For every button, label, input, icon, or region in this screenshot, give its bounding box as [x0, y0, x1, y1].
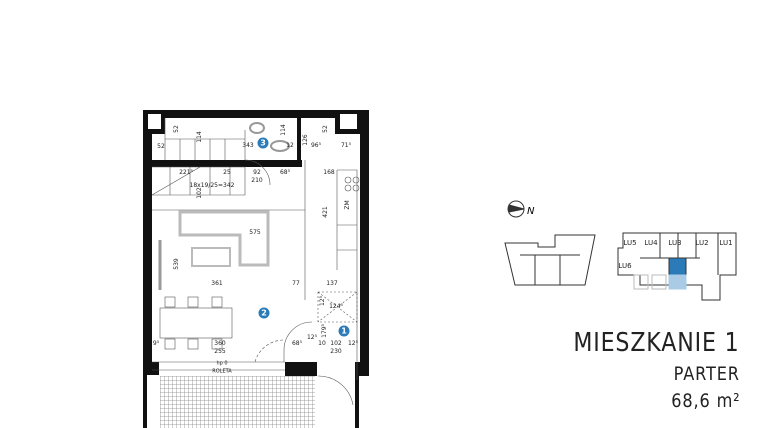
unit-label: LU1: [719, 239, 733, 247]
dimension-label: 68⁵: [279, 169, 291, 176]
dimension-label: 114: [196, 131, 203, 143]
dimension-label: 210: [251, 177, 263, 184]
floor-label: PARTER: [673, 363, 740, 385]
dimension-label: 114: [280, 124, 287, 136]
interior-lines: [151, 118, 360, 406]
room-number-badge: 1: [338, 325, 350, 337]
terrace: [160, 376, 315, 428]
dimension-label: 52: [157, 143, 165, 150]
dimension-label: 102: [196, 187, 203, 199]
dimension-label: 421: [322, 206, 329, 218]
walls: [143, 110, 369, 428]
dimension-label: 9⁵: [152, 340, 160, 347]
dimension-label: 102: [330, 340, 342, 347]
dimension-label: 126: [302, 134, 309, 146]
room-number-badge: 2: [258, 307, 270, 319]
dimension-label: 12⁵: [306, 334, 318, 341]
dimension-label: 255: [214, 348, 226, 355]
dimension-label: 92: [253, 169, 261, 176]
dimension-label: 539: [173, 258, 180, 270]
unit-label: LU3: [668, 239, 682, 247]
dimension-label: 360: [214, 340, 226, 347]
dimension-label: hp 0: [216, 360, 228, 367]
key-plan: [504, 200, 737, 301]
dimension-label: 343: [242, 142, 254, 149]
roller-shutter-label: ROLETA: [212, 368, 232, 375]
dimension-label: 221⁵: [179, 169, 193, 176]
dimension-label: 12⁵: [347, 340, 359, 347]
unit-label: LU5: [623, 239, 637, 247]
dimension-label: 18x19/25=342: [189, 182, 235, 189]
dimension-label: 361: [211, 280, 223, 287]
north-label: N: [527, 206, 535, 217]
apartment-title: MIESZKANIE 1: [573, 328, 740, 358]
dimension-label: 124⁵: [329, 303, 343, 310]
dimension-label: 52: [173, 125, 180, 133]
dimension-label: 137: [326, 280, 338, 287]
dimension-label: 10: [318, 340, 326, 347]
unit-label: LU4: [644, 239, 658, 247]
dimension-label: 52: [322, 125, 329, 133]
dimension-label: 12⁵: [319, 295, 326, 307]
dimension-label: 168: [323, 169, 335, 176]
dimension-label: 575: [249, 229, 261, 236]
unit-label: LU2: [695, 239, 709, 247]
dimension-label: 25: [223, 169, 231, 176]
dimension-label: 230: [330, 348, 342, 355]
dimension-label: 71⁵: [340, 142, 352, 149]
dimension-label: ZM: [344, 200, 351, 210]
unit-label: LU6: [618, 262, 632, 270]
area-label: 68,6 m²: [670, 390, 740, 412]
dimension-label: 179⁵: [321, 324, 328, 338]
dimension-label: 12: [286, 142, 294, 149]
dimension-label: 96⁵: [310, 142, 322, 149]
dimension-label: 77: [292, 280, 300, 287]
dimension-label: 68⁵: [291, 340, 303, 347]
room-number-badge: 3: [257, 137, 269, 149]
